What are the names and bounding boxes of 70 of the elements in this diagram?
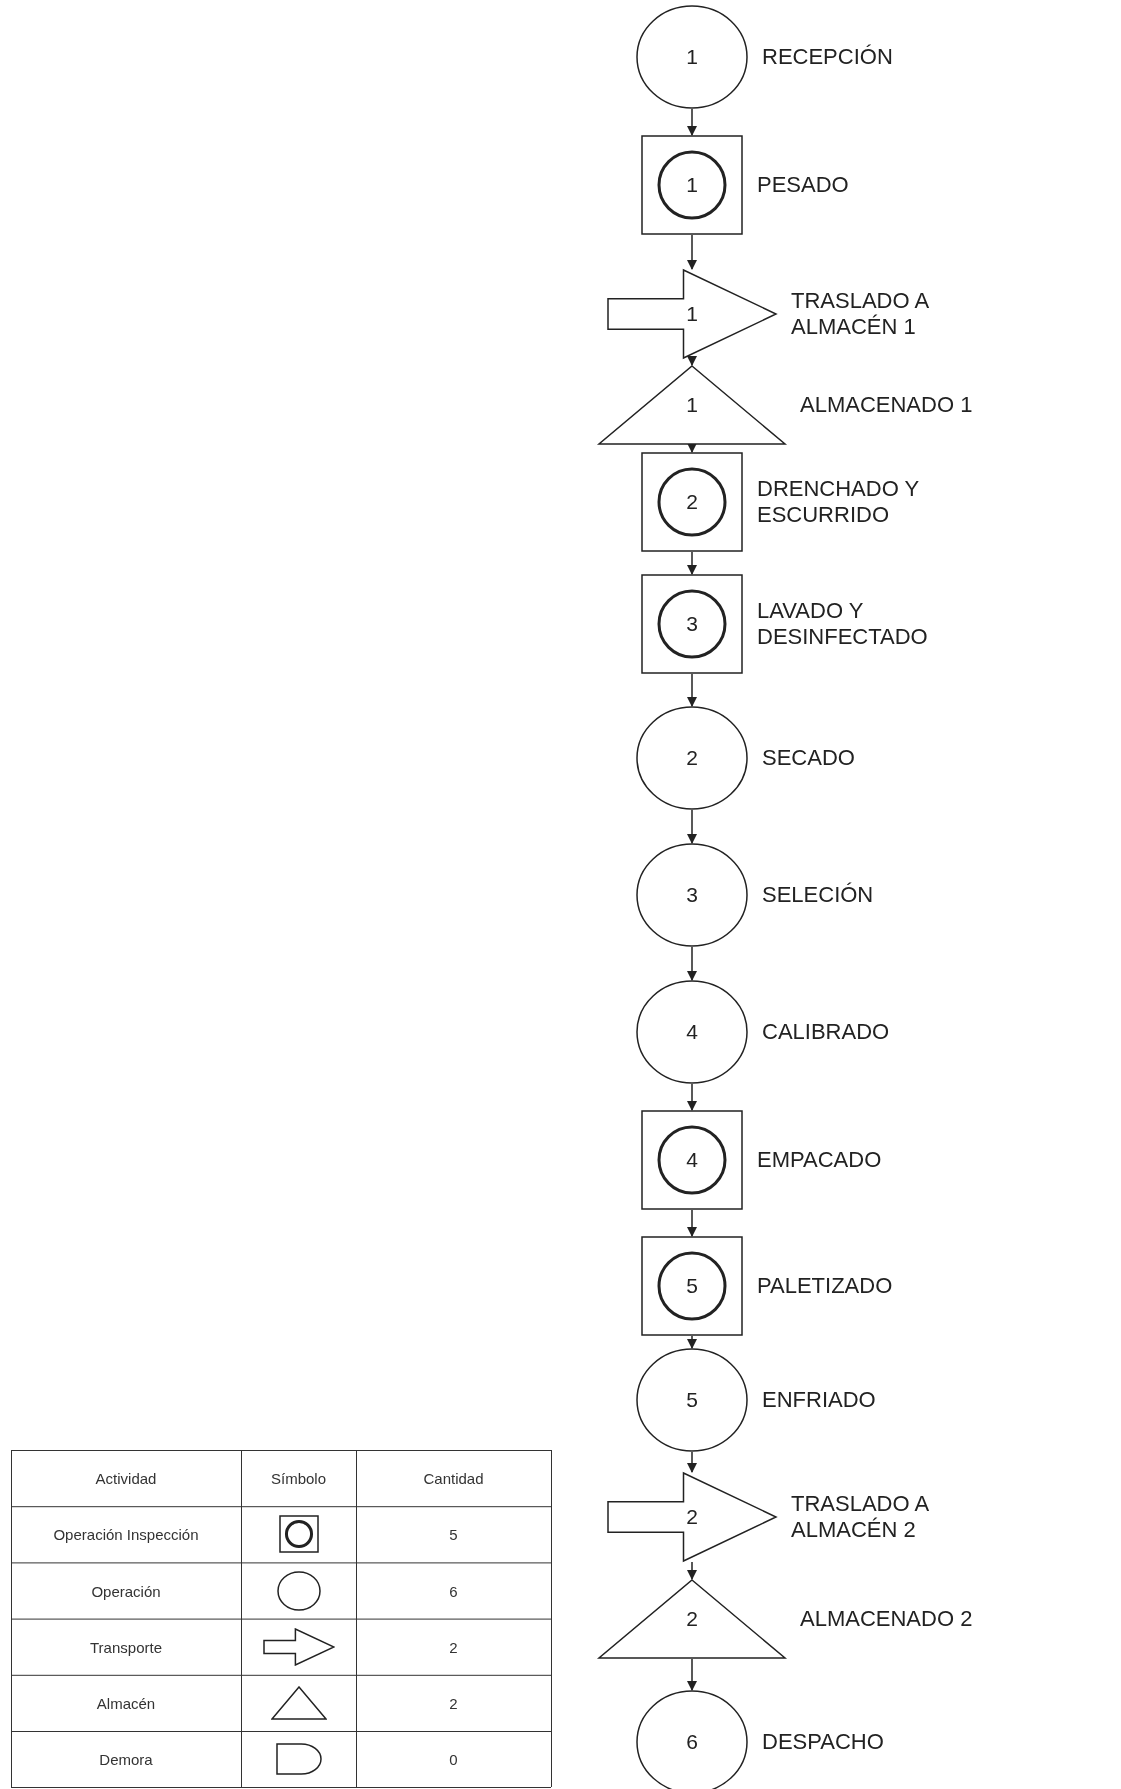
- operation-inspection-symbol: [641, 135, 743, 235]
- arrow: [686, 551, 698, 576]
- step-label: PALETIZADO: [757, 1273, 893, 1299]
- table-cell: Transporte: [90, 1638, 162, 1656]
- step-number: 1: [686, 302, 698, 326]
- operation-inspection-symbol: [641, 1110, 743, 1210]
- step-number: 3: [686, 883, 698, 907]
- step-number: 5: [686, 1274, 698, 1298]
- step-number: 4: [686, 1020, 698, 1044]
- table-cell: 2: [449, 1694, 458, 1712]
- column-header: Cantidad: [423, 1469, 484, 1487]
- step-label: TRASLADO A ALMACÉN 2: [791, 1491, 930, 1543]
- step-number: 5: [686, 1388, 698, 1412]
- arrow: [686, 1658, 698, 1692]
- table-cell: 0: [449, 1750, 458, 1768]
- step-label: DESPACHO: [762, 1729, 884, 1755]
- operation-circle: [636, 706, 748, 810]
- arrow: [686, 1209, 698, 1238]
- step-label: SELECIÓN: [762, 882, 874, 908]
- arrow: [686, 946, 698, 982]
- operation-inspection-symbol: [641, 1236, 743, 1336]
- step-label: SECADO: [762, 745, 855, 771]
- column-header: Símbolo: [271, 1469, 326, 1487]
- table-cell: Operación: [91, 1582, 161, 1599]
- step-number: 1: [686, 173, 698, 197]
- arrow: [686, 673, 698, 708]
- transport-symbol: [607, 1472, 777, 1562]
- step-label: ALMACENADO 2: [800, 1606, 973, 1632]
- arrow: [686, 1335, 698, 1350]
- step-label: DRENCHADO Y ESCURRIDO: [757, 476, 920, 528]
- column-header: Actividad: [95, 1469, 157, 1487]
- arrow: [686, 1451, 698, 1474]
- step-label: TRASLADO A ALMACÉN 1: [791, 288, 930, 340]
- step-label: CALIBRADO: [762, 1019, 890, 1045]
- step-number: 2: [686, 1607, 698, 1631]
- arrow: [686, 1083, 698, 1112]
- step-number: 4: [686, 1148, 698, 1172]
- step-number: 2: [686, 746, 698, 770]
- arrow: [686, 1561, 698, 1581]
- step-label: RECEPCIÓN: [762, 44, 893, 70]
- step-label: EMPACADO: [757, 1147, 882, 1173]
- operation-circle: [636, 843, 748, 947]
- arrow: [686, 108, 698, 137]
- step-number: 1: [686, 393, 698, 417]
- operation-inspection-symbol: [641, 574, 743, 674]
- arrow: [686, 809, 698, 845]
- step-number: 1: [686, 45, 698, 69]
- table-cell: 2: [449, 1638, 458, 1656]
- step-number: 2: [686, 490, 698, 514]
- step-number: 2: [686, 1505, 698, 1529]
- arrow: [686, 234, 698, 271]
- operation-circle: [636, 1348, 748, 1452]
- step-label: PESADO: [757, 172, 849, 198]
- step-number: 3: [686, 612, 698, 636]
- storage-triangle: [598, 1579, 786, 1659]
- table-cell: Demora: [99, 1750, 153, 1768]
- table-cell: Almacén: [96, 1694, 156, 1712]
- operation-inspection-symbol: [641, 452, 743, 552]
- step-label: LAVADO Y DESINFECTADO: [757, 598, 929, 650]
- step-label: ALMACENADO 1: [800, 392, 973, 418]
- table-cell: 6: [449, 1582, 458, 1599]
- step-label: ENFRIADO: [762, 1387, 876, 1413]
- arrow: [686, 355, 698, 367]
- operation-circle: [636, 5, 748, 109]
- operation-circle: [636, 980, 748, 1084]
- table-cell: 5: [449, 1525, 458, 1543]
- step-number: 6: [686, 1730, 698, 1754]
- transport-symbol: [607, 269, 777, 359]
- table-cell: Operación Inspección: [53, 1525, 199, 1543]
- storage-triangle: [598, 365, 786, 445]
